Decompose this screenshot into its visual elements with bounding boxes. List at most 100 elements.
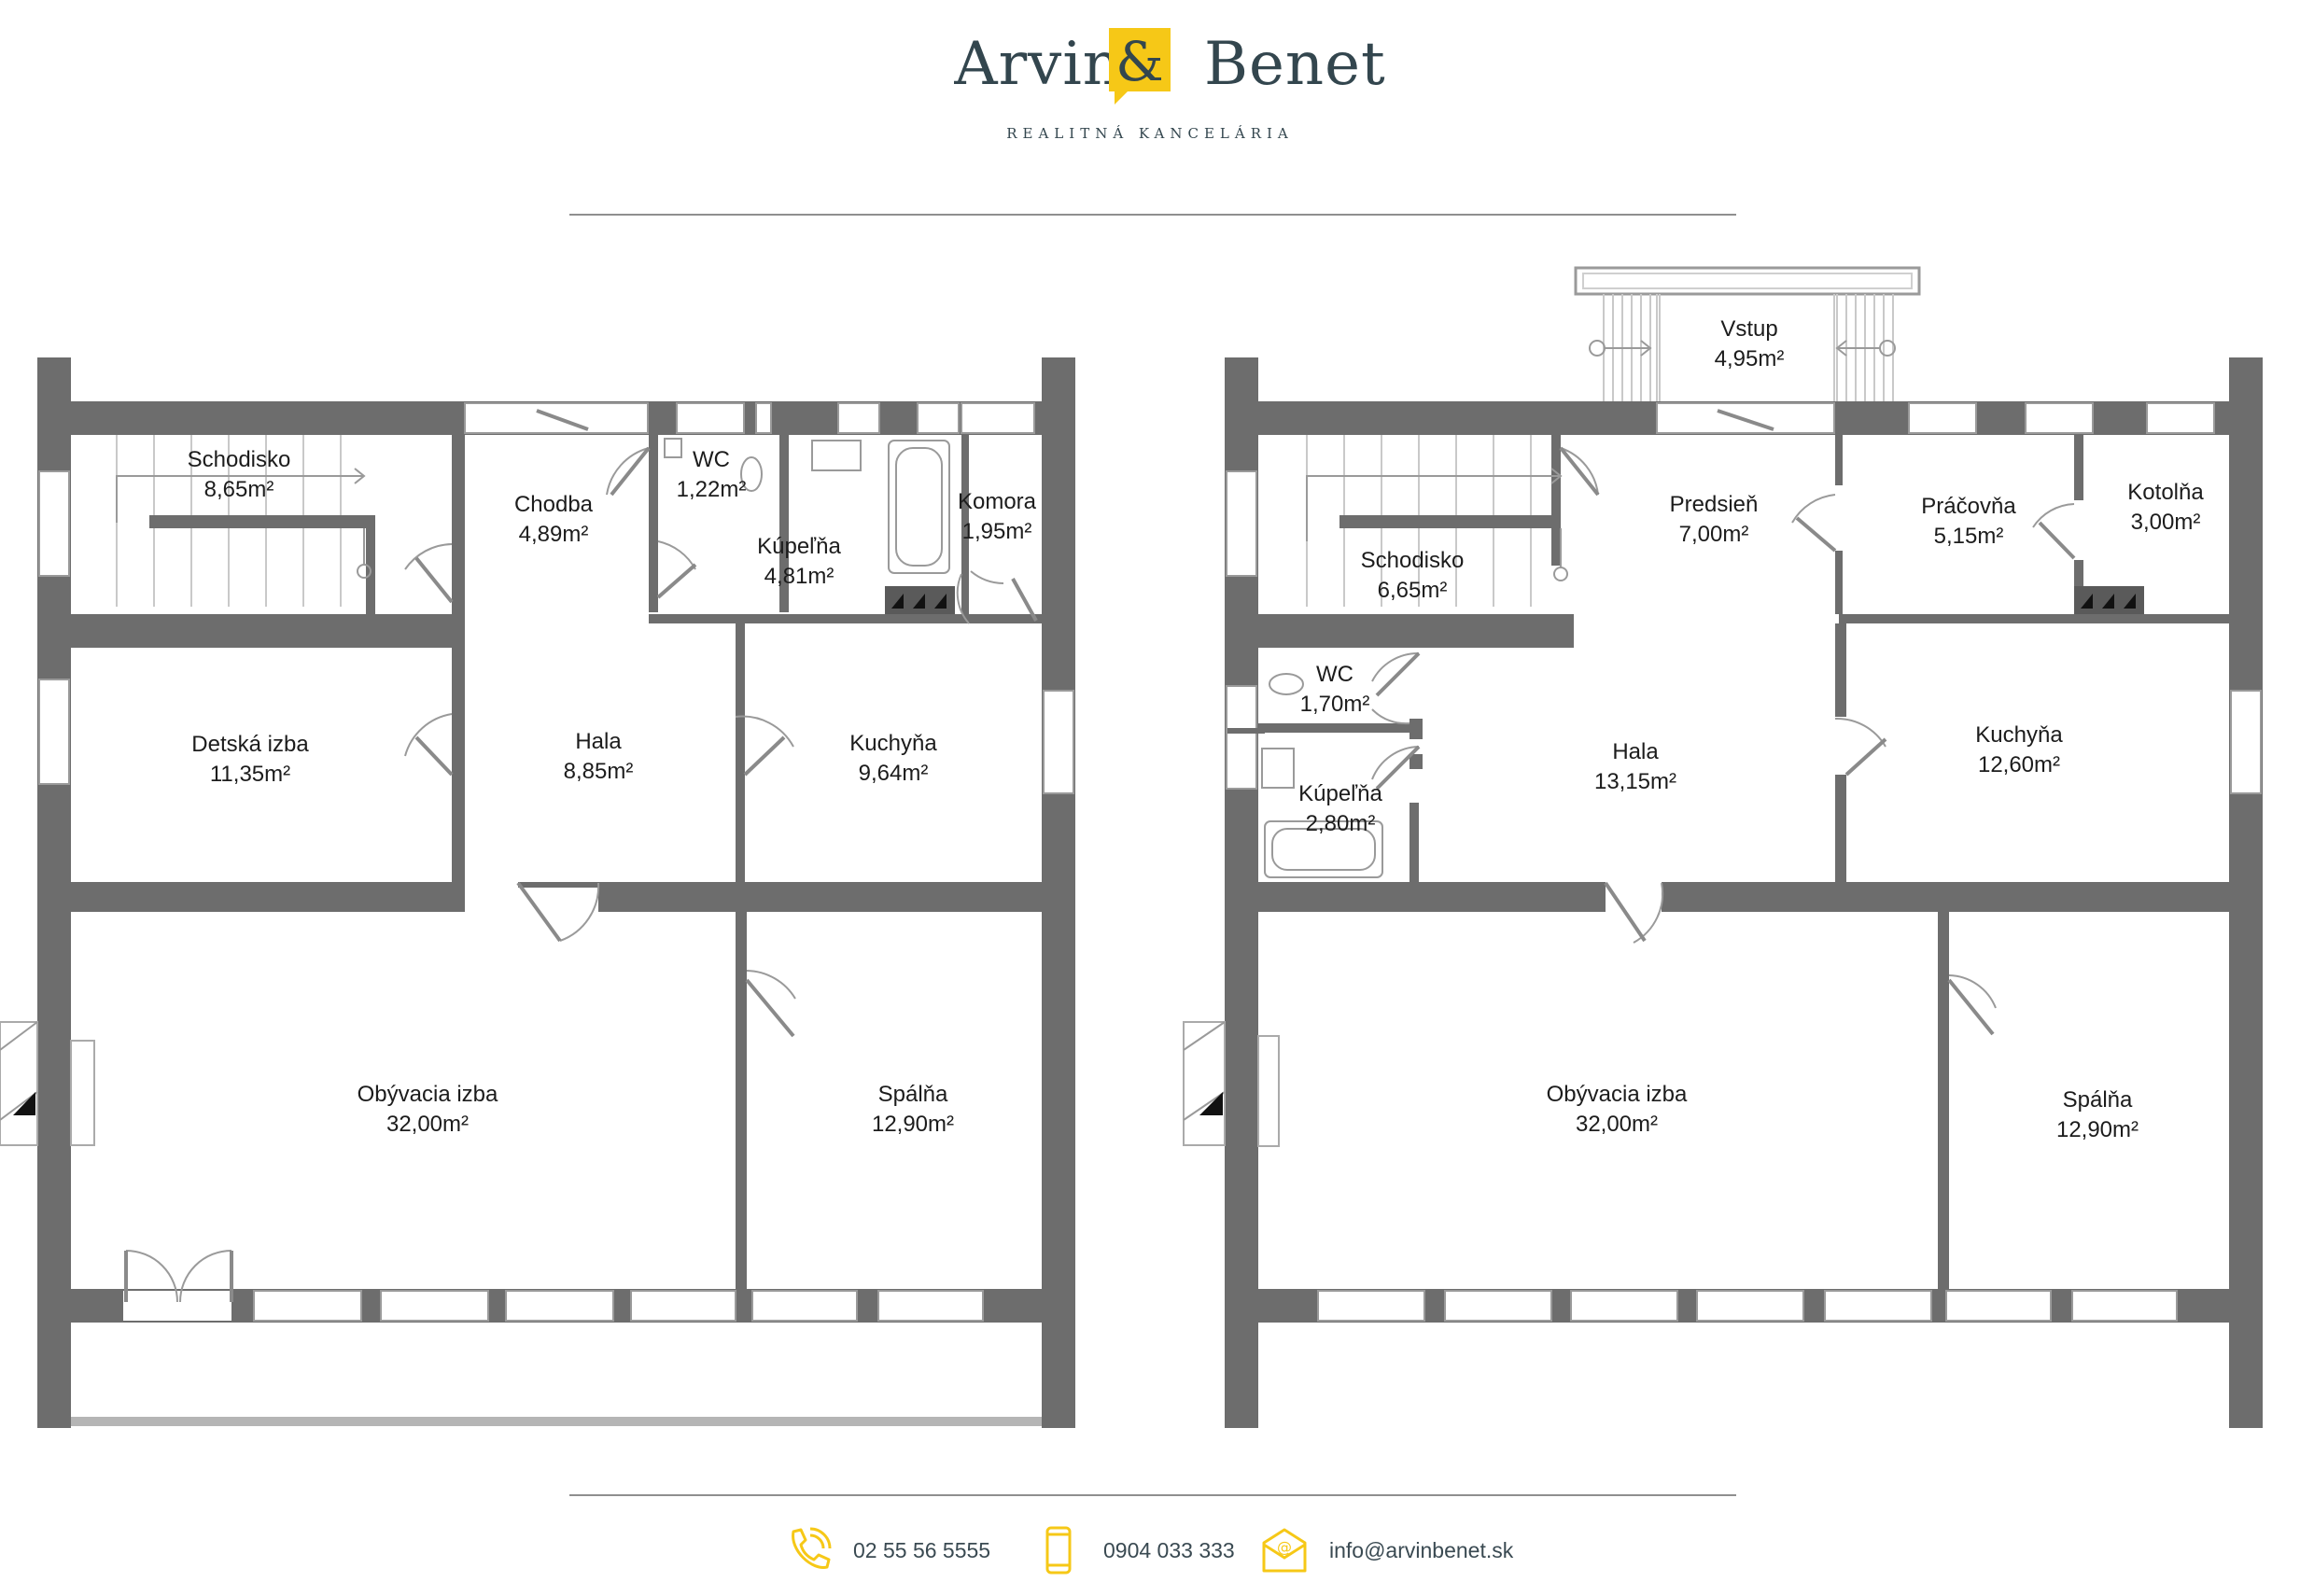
wall [1551, 435, 1561, 566]
room-area: 4,89m² [519, 522, 589, 547]
room-area: 12,60m² [1978, 752, 2060, 777]
room-name: Spálňa [2063, 1087, 2133, 1113]
wall [779, 435, 789, 612]
wall [1258, 614, 1574, 648]
wall [736, 912, 747, 1289]
terrace-edge [71, 1417, 1042, 1426]
wall [1835, 775, 1846, 882]
contact-footer: 02 55 56 5555 0904 033 333 @ info@arvinb… [0, 1517, 2300, 1582]
wall [649, 614, 1003, 623]
room-area: 13,15m² [1594, 769, 1676, 794]
toilet [740, 456, 763, 492]
toilet [1269, 673, 1304, 695]
room-area: 12,90m² [872, 1112, 954, 1137]
staircase [1306, 435, 1568, 607]
chimney-mark [13, 1092, 35, 1115]
window [1317, 1290, 1425, 1322]
room-area: 4,95m² [1715, 346, 1785, 371]
room-name: Schodisko [188, 447, 291, 472]
wall [736, 623, 745, 883]
wall [1339, 515, 1561, 528]
footer-divider [569, 1494, 1736, 1496]
header-divider [569, 214, 1736, 216]
window [917, 402, 960, 434]
window [253, 1290, 362, 1322]
window [2146, 402, 2215, 434]
chimney-mark [1199, 1092, 1223, 1115]
window [2230, 690, 2262, 794]
room-name: Hala [1612, 739, 1659, 764]
window [1226, 470, 1257, 577]
room-area: 3,00m² [2131, 510, 2201, 535]
window [755, 402, 772, 434]
wall [1409, 803, 1419, 882]
window [38, 679, 70, 785]
window [1043, 690, 1074, 794]
window [1444, 1290, 1552, 1322]
room-name: Chodba [514, 492, 594, 517]
room-area: 12,90m² [2056, 1117, 2139, 1142]
room-area: 9,64m² [859, 761, 929, 786]
room-name: Práčovňa [1921, 494, 2016, 519]
contact-phone[interactable]: 02 55 56 5555 [784, 1526, 990, 1575]
room-name: Kotolňa [2127, 480, 2204, 505]
window [1908, 402, 1977, 434]
room-area: 1,70m² [1300, 692, 1370, 717]
wall [1938, 912, 1949, 1289]
wall [598, 882, 1075, 912]
contact-mobile[interactable]: 0904 033 333 [1034, 1526, 1235, 1575]
wall [2074, 435, 2083, 500]
window [380, 1290, 489, 1322]
window [751, 1290, 858, 1322]
room-name: Obývacia izba [1547, 1082, 1688, 1107]
wall [1258, 723, 1419, 733]
window [961, 402, 1035, 434]
room-name: Kuchyňa [1975, 722, 2063, 748]
wall [1835, 401, 1843, 485]
wall [366, 515, 375, 614]
window [1570, 1290, 1678, 1322]
washbasin [1261, 748, 1295, 789]
wall [1835, 551, 1843, 614]
room-area: 32,00m² [1576, 1112, 1658, 1137]
ampersand-badge: & [1109, 28, 1171, 105]
room-area: 7,00m² [1679, 522, 1749, 547]
wall [961, 435, 969, 617]
wall [1839, 614, 2229, 623]
window [1945, 1290, 2052, 1322]
room-name: Vstup [1720, 316, 1777, 342]
window [38, 470, 70, 577]
room-area: 32,00m² [386, 1112, 469, 1137]
floor-plan-left: Schodisko 8,65m² Chodba 4,89m² WC 1,22m²… [0, 357, 1075, 1428]
window [1226, 685, 1257, 790]
room-name: Schodisko [1361, 548, 1465, 573]
porch-roof [1574, 266, 1921, 296]
phone-icon [792, 1527, 832, 1569]
wall [71, 882, 465, 912]
floor-plan-right: Vstup 4,95m² Predsieň 7,00m² Práčovňa 5,… [1183, 266, 2263, 1428]
room-area: 6,65m² [1378, 578, 1448, 603]
email-icon: @ [1262, 1528, 1307, 1573]
room-name: WC [693, 447, 730, 472]
room-area: 5,15m² [1934, 524, 2004, 549]
wall [1258, 882, 1606, 912]
room-area: 8,85m² [564, 759, 634, 784]
room-area: 8,65m² [204, 477, 274, 502]
window [837, 402, 880, 434]
contact-phone-text: 02 55 56 5555 [853, 1537, 991, 1562]
wall [1409, 719, 1423, 739]
room-area: 1,22m² [677, 477, 747, 502]
room-area: 4,81m² [764, 564, 834, 589]
room-name: Hala [575, 729, 622, 754]
contact-email[interactable]: @ info@arvinbenet.sk [1260, 1526, 1513, 1575]
window [877, 1290, 984, 1322]
brand-ampersand: & [1115, 30, 1164, 93]
brand-name-left: Arvin [954, 30, 1122, 99]
room-name: Kúpeľňa [757, 534, 841, 559]
wall [1662, 882, 2261, 912]
wall [1835, 623, 1846, 717]
wall [961, 614, 1042, 623]
floor-plans: Schodisko 8,65m² Chodba 4,89m² WC 1,22m²… [0, 266, 2263, 1428]
wall [452, 435, 465, 883]
window [505, 1290, 614, 1322]
